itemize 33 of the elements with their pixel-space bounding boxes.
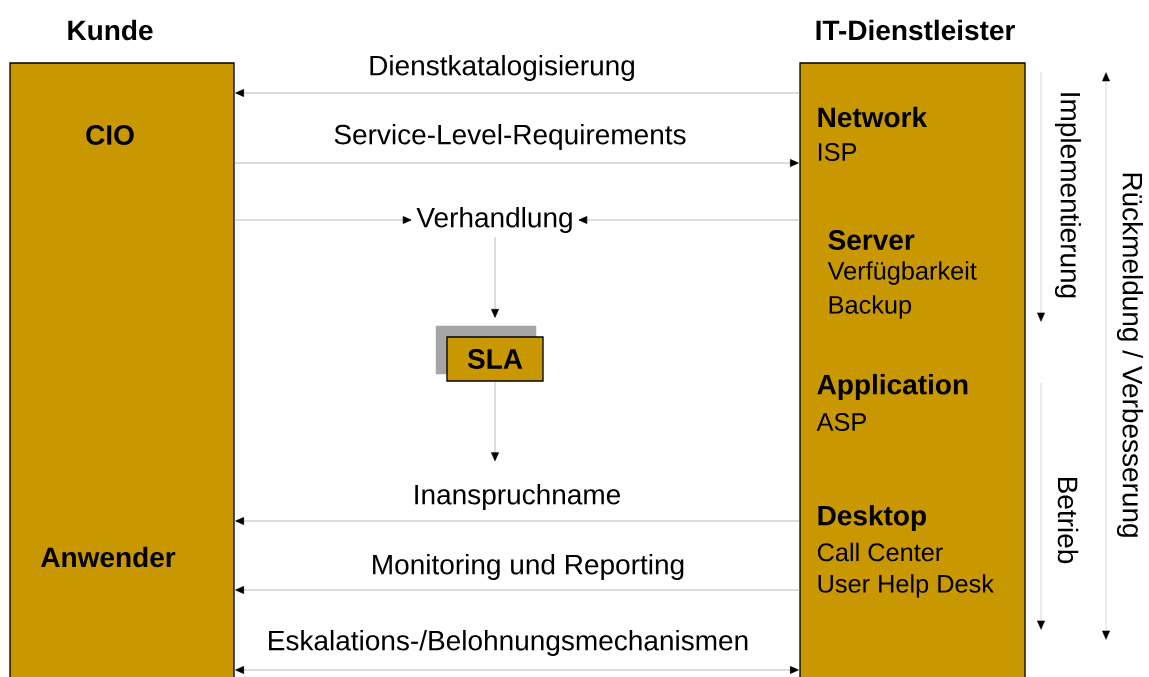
role-label: CIO [86, 125, 134, 145]
layer-item: Backup [829, 295, 912, 319]
layer-item: ISP [818, 143, 857, 161]
arrow [235, 666, 799, 674]
layer-item: User Help Desk [818, 574, 994, 598]
layer-heading: Desktop [818, 504, 926, 532]
arrow [235, 586, 800, 594]
edge-label: Dienstkatalogisierung [370, 54, 634, 82]
step-label: Verhandlung [416, 206, 572, 234]
arrow [235, 517, 800, 525]
layer-heading: Network [818, 106, 928, 128]
edge-label: Eskalations-/Belohnungsmechanismen [269, 629, 748, 657]
arrow [234, 159, 799, 167]
arrow [235, 89, 800, 97]
column-heading: Kunde [68, 19, 153, 41]
layer-item: Verfügbarkeit [827, 261, 977, 285]
agreement-box: SLA [435, 325, 544, 382]
side-label: Betrieb [1056, 474, 1080, 566]
edge-label: Inanspruchname [415, 483, 620, 511]
arrow [234, 216, 412, 224]
layer-heading: Server [828, 230, 915, 250]
edge-label: Service-Level-Requirements [334, 123, 686, 151]
arrow [491, 236, 499, 318]
role-label: Anwender [41, 546, 176, 568]
side-label: Rückmeldung / Verbesserung [1115, 170, 1145, 540]
side-label: Implementierung [1053, 89, 1083, 301]
arrow [578, 216, 800, 224]
edge-label: Monitoring und Reporting [373, 553, 684, 581]
layer-item: Call Center [817, 542, 943, 562]
column-heading: IT-Dienstleister [816, 19, 1015, 41]
layer-heading: Application [817, 373, 968, 401]
layer-item: ASP [816, 413, 866, 431]
arrow [491, 381, 499, 462]
